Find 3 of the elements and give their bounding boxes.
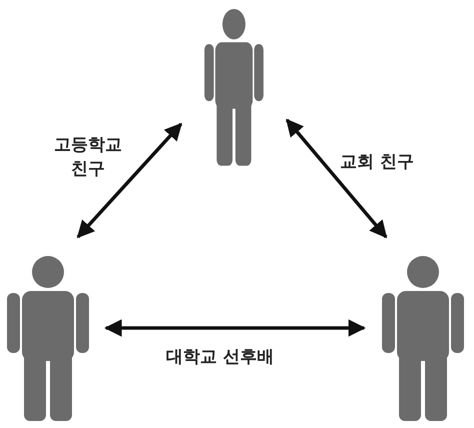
double-arrow	[76, 122, 182, 238]
double-arrow	[286, 118, 388, 238]
double-arrow	[104, 319, 366, 337]
